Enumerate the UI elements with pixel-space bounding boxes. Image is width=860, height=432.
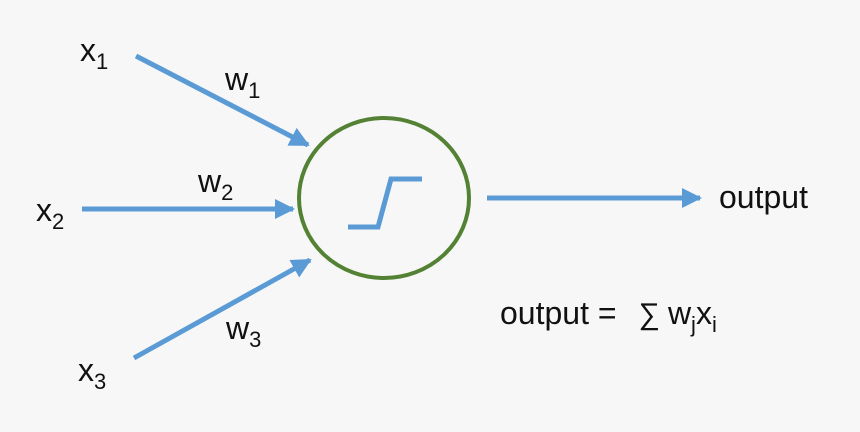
input-arrow-3 xyxy=(132,257,312,361)
input-index: 1 xyxy=(96,49,109,74)
weight-label-w1: w1 xyxy=(225,61,260,102)
weight-symbol: w xyxy=(198,163,222,199)
output-label: output xyxy=(719,181,808,213)
input-arrow-1 xyxy=(134,53,310,148)
input-label-x1: x1 xyxy=(80,32,108,73)
weight-index: 3 xyxy=(249,327,262,352)
input-symbol: x xyxy=(78,352,94,388)
weight-symbol: w xyxy=(225,61,249,97)
output-text: output xyxy=(719,179,808,215)
input-label-x2: x2 xyxy=(36,192,64,233)
formula-term-x: x xyxy=(695,295,712,331)
formula-term-w: w xyxy=(667,295,692,331)
input-symbol: x xyxy=(80,32,96,68)
neuron-circle xyxy=(297,116,471,280)
weight-label-w2: w2 xyxy=(198,163,233,204)
output-formula: output = ∑wjxi xyxy=(500,295,717,336)
input-symbol: x xyxy=(36,192,52,228)
formula-lhs: output = xyxy=(500,295,617,331)
weight-symbol: w xyxy=(226,310,250,346)
input-label-x3: x3 xyxy=(78,352,106,393)
formula-index-i: i xyxy=(711,312,717,337)
input-index: 3 xyxy=(94,369,107,394)
weight-index: 2 xyxy=(221,180,234,205)
step-function-icon xyxy=(348,176,422,230)
formula-index-j: j xyxy=(691,312,696,337)
weight-index: 1 xyxy=(248,78,261,103)
weight-label-w3: w3 xyxy=(226,310,261,351)
summation-symbol: ∑ xyxy=(638,298,660,331)
input-index: 2 xyxy=(52,209,65,234)
